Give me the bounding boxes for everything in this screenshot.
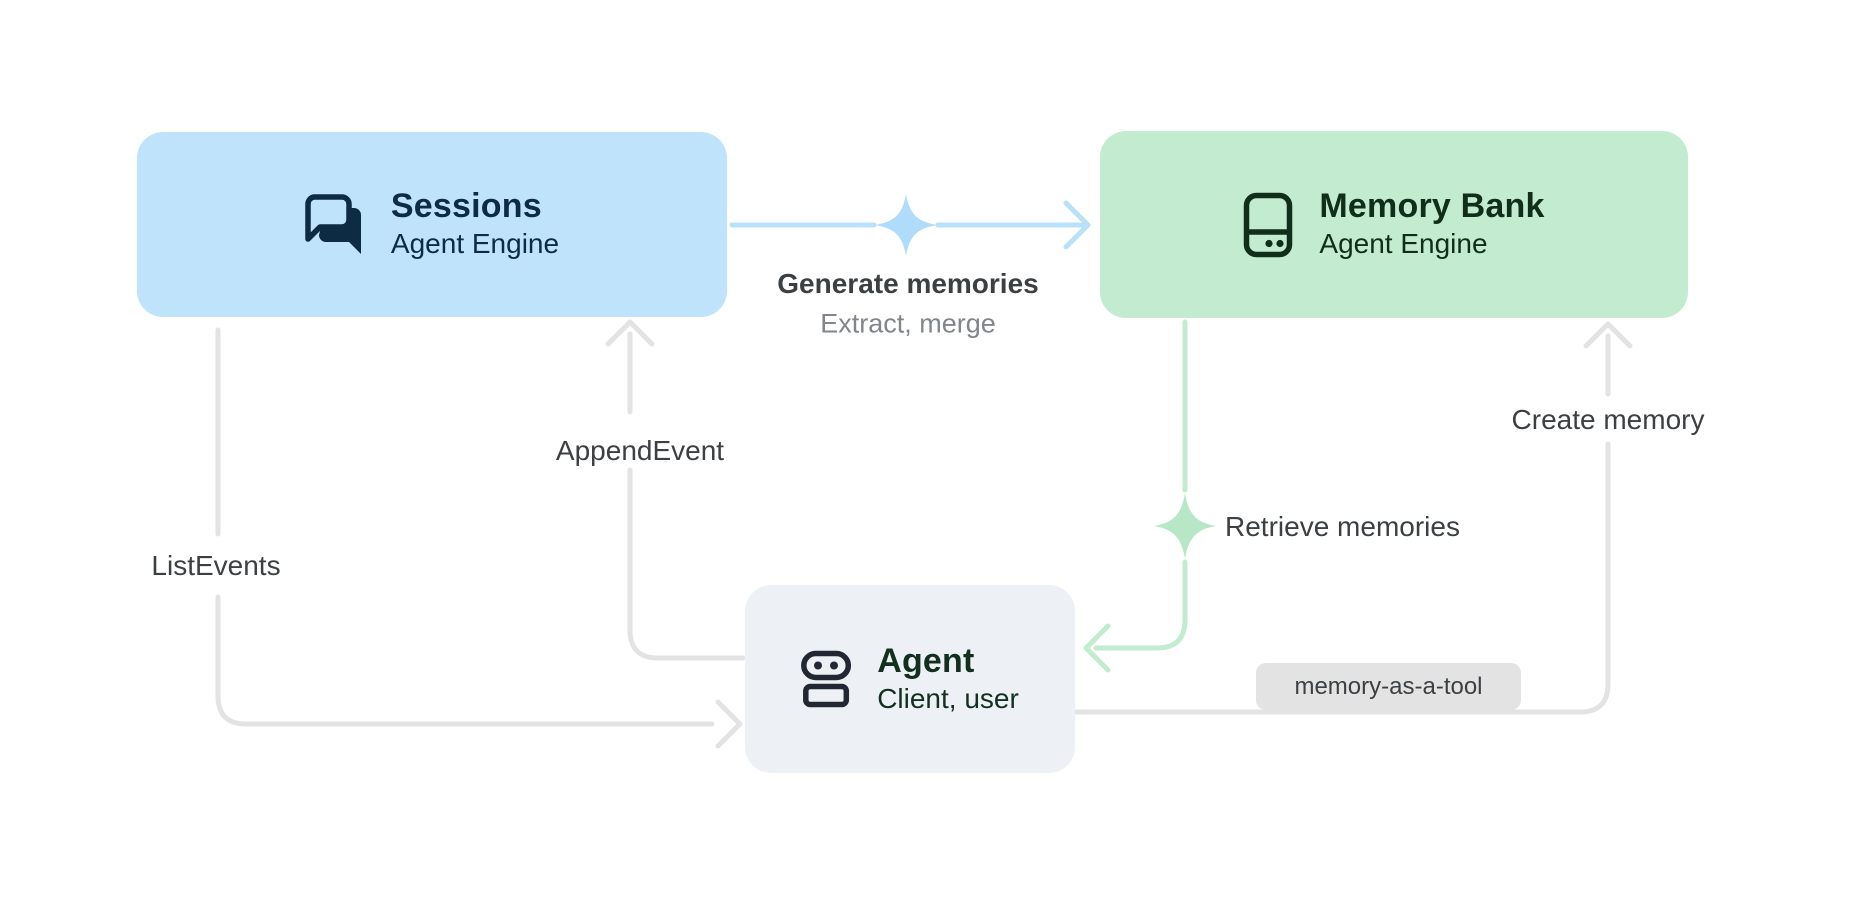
edge-generate-memories xyxy=(729,194,1091,256)
retrieve-line-bottom xyxy=(1093,559,1188,651)
sparkle-icon xyxy=(1154,493,1216,559)
node-text: Sessions Agent Engine xyxy=(391,186,559,263)
arrowhead-right-icon xyxy=(1063,200,1091,250)
node-title: Sessions xyxy=(390,187,542,226)
node-agent: Agent Client, user xyxy=(745,585,1075,773)
edge-retrieve-memories xyxy=(1083,319,1216,673)
arrowhead-up-icon xyxy=(1583,321,1633,349)
edge-label-append-event: AppendEvent xyxy=(555,435,725,466)
node-memory-bank: Memory Bank Agent Engine xyxy=(1100,131,1688,318)
node-text: Memory Bank Agent Engine xyxy=(1319,186,1544,263)
edge-sublabel-extract-merge: Extract, merge xyxy=(820,308,996,339)
arrowhead-up-icon xyxy=(605,319,655,347)
creatememory-line-bottom xyxy=(1071,441,1611,715)
arrowhead-left-icon xyxy=(1083,623,1111,673)
robot-icon xyxy=(801,650,852,708)
edge-label-generate-memories: Generate memories xyxy=(777,268,1039,299)
edge-append-event xyxy=(605,319,746,661)
appendevent-line-bottom xyxy=(627,467,746,661)
edge-list-events xyxy=(215,327,743,749)
chat-bubbles-icon xyxy=(305,193,365,256)
edge-label-retrieve-memories: Retrieve memories xyxy=(1225,511,1460,542)
arrowhead-right-icon xyxy=(715,699,743,749)
edge-label-create-memory: Create memory xyxy=(1511,404,1705,435)
sparkle-icon xyxy=(875,194,937,256)
listevents-line-bottom xyxy=(215,594,715,727)
node-sessions: Sessions Agent Engine xyxy=(137,132,727,317)
node-subtitle: Agent Engine xyxy=(1319,228,1488,260)
node-title: Memory Bank xyxy=(1319,187,1545,226)
node-text: Agent Client, user xyxy=(877,641,1019,718)
memory-as-a-tool-badge: memory-as-a-tool xyxy=(1256,663,1521,710)
node-subtitle: Client, user xyxy=(877,682,1019,714)
edge-label-list-events: ListEvents xyxy=(151,550,281,581)
edge-create-memory xyxy=(1071,321,1633,715)
storage-icon xyxy=(1243,192,1293,258)
node-subtitle: Agent Engine xyxy=(390,228,560,260)
node-title: Agent xyxy=(877,641,975,680)
